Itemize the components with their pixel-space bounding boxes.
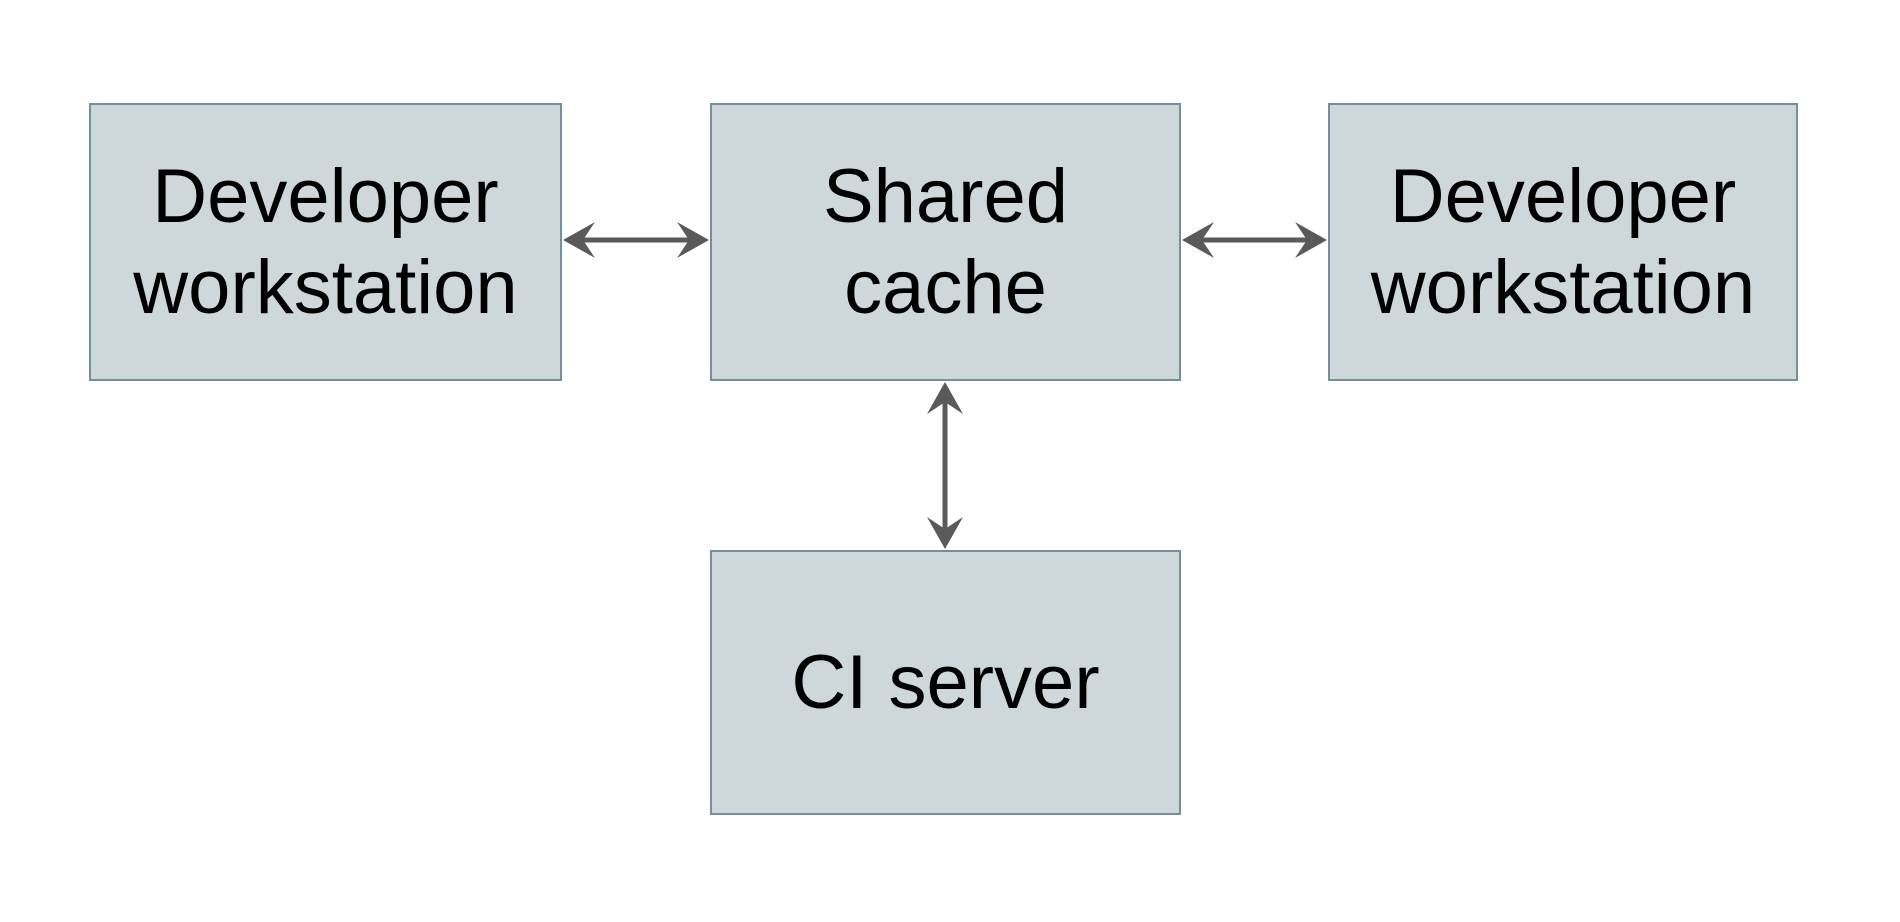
node-shared-cache-label: Shared cache (822, 153, 1069, 330)
node-developer-workstation-left-label: Developer workstation (133, 153, 518, 330)
node-shared-cache: Shared cache (710, 103, 1181, 381)
bidirectional-arrow-cache-to-right-workstation-icon (1182, 222, 1327, 258)
node-ci-server: CI server (710, 550, 1181, 815)
node-ci-server-label: CI server (791, 639, 1100, 725)
node-developer-workstation-right: Developer workstation (1328, 103, 1798, 381)
bidirectional-arrow-left-workstation-to-cache-icon (563, 222, 709, 258)
node-developer-workstation-left: Developer workstation (89, 103, 562, 381)
node-developer-workstation-right-label: Developer workstation (1370, 153, 1756, 330)
bidirectional-arrow-cache-to-ci-server-icon (927, 382, 963, 549)
